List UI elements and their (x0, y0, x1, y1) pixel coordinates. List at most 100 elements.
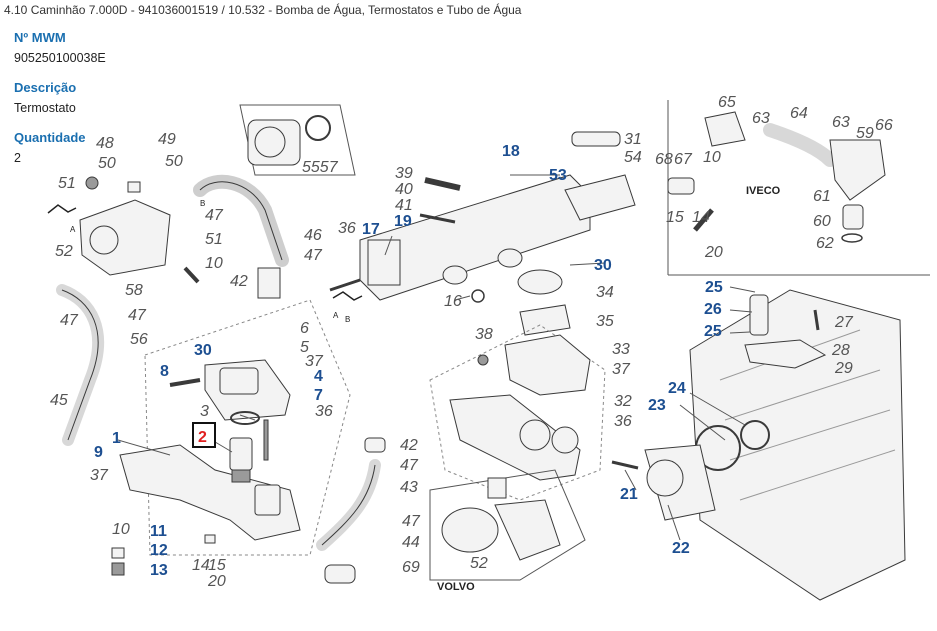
svg-text:10: 10 (112, 521, 130, 538)
svg-text:25: 25 (705, 279, 723, 296)
bolt-27 (813, 309, 820, 331)
adapter-42 (257, 267, 281, 299)
svg-text:30: 30 (594, 257, 612, 274)
svg-text:9: 9 (94, 444, 103, 461)
svg-text:11: 11 (150, 523, 167, 540)
adapter-69 (324, 564, 356, 584)
svg-text:21: 21 (620, 486, 638, 503)
highlighted-part-box[interactable] (192, 422, 216, 448)
svg-text:51: 51 (58, 175, 76, 192)
page-title: 4.10 Caminhão 7.000D - 941036001519 / 10… (4, 3, 522, 17)
svg-text:64: 64 (790, 105, 808, 122)
mwm-label: Nº MWM (14, 30, 66, 45)
svg-text:36: 36 (315, 403, 333, 420)
o-ring-part (305, 115, 331, 141)
svg-text:65: 65 (718, 94, 736, 111)
svg-text:5557: 5557 (302, 159, 339, 176)
svg-text:15: 15 (208, 557, 226, 574)
flow-arrow-ab-middle (332, 291, 363, 301)
nut-38 (477, 354, 489, 366)
svg-text:5: 5 (300, 339, 309, 356)
plug-15 (204, 534, 216, 544)
iveco-seal-62 (841, 233, 863, 243)
svg-text:45: 45 (50, 392, 68, 409)
svg-text:23: 23 (648, 397, 666, 414)
quantity-label: Quantidade (14, 130, 86, 145)
leader-lines (117, 174, 756, 541)
svg-text:68: 68 (655, 151, 673, 168)
hose-46-outline (199, 181, 283, 261)
gear-1 (519, 419, 551, 451)
housing-bore (254, 126, 286, 158)
housing-lower (449, 394, 581, 481)
bolt-21 (611, 460, 639, 470)
svg-text:14: 14 (692, 209, 710, 226)
svg-text:61: 61 (813, 188, 831, 205)
svg-text:20: 20 (704, 244, 723, 261)
svg-text:17: 17 (362, 221, 380, 238)
fitting-part (127, 181, 141, 193)
iveco-sensor-68 (667, 177, 695, 195)
inset-box-housing-assembly (429, 324, 606, 501)
svg-text:1: 1 (112, 430, 121, 447)
highlighted-part-number[interactable]: 2 (198, 429, 207, 446)
hose-43-outline (321, 464, 376, 546)
description-value: Termostato (14, 101, 76, 115)
iveco-thermostat-60 (842, 204, 864, 230)
svg-text:38: 38 (475, 326, 493, 343)
stud-36 (263, 419, 269, 461)
svg-text:42: 42 (230, 273, 248, 290)
svg-text:39: 39 (395, 165, 413, 182)
svg-text:24: 24 (668, 380, 686, 397)
flow-arrow-a-left (47, 204, 77, 214)
inset-box-thermostat-assembly (144, 299, 351, 556)
bolt-8 (169, 378, 201, 387)
svg-text:4: 4 (314, 368, 323, 385)
callout-labels: 48 49 50 50 51 47 51 52 10 5557 46 47 42… (50, 94, 893, 590)
thermostat-housing-1 (119, 444, 301, 541)
svg-text:15: 15 (666, 209, 684, 226)
svg-text:41: 41 (395, 197, 413, 214)
iveco-housing-59 (829, 139, 886, 201)
manifold-flange-17 (367, 239, 401, 286)
volvo-housing-52 (441, 507, 499, 553)
sensor-39 (424, 177, 461, 191)
housing-upper (504, 334, 591, 396)
volvo-pipe (494, 499, 561, 561)
volvo-label: VOLVO (437, 581, 475, 593)
svg-text:13: 13 (150, 562, 168, 579)
svg-text:47: 47 (60, 312, 79, 329)
svg-text:26: 26 (704, 301, 722, 318)
svg-text:47: 47 (205, 207, 224, 224)
svg-text:62: 62 (816, 235, 834, 252)
svg-text:31: 31 (624, 131, 642, 148)
svg-text:44: 44 (402, 534, 420, 551)
svg-text:36: 36 (614, 413, 632, 430)
arrow-letter-b-mid: B (345, 315, 350, 324)
svg-text:3: 3 (200, 403, 209, 420)
plug-13 (111, 562, 125, 576)
svg-text:14: 14 (192, 557, 210, 574)
svg-text:29: 29 (834, 360, 853, 377)
description-label: Descrição (14, 80, 77, 95)
svg-text:51: 51 (205, 231, 223, 248)
svg-text:20: 20 (207, 573, 226, 590)
svg-text:52: 52 (470, 555, 488, 572)
svg-text:22: 22 (672, 540, 690, 557)
svg-text:10: 10 (703, 149, 721, 166)
arrow-letter-b-left: B (200, 199, 205, 208)
bolt-10 (183, 266, 200, 284)
gasket-35 (519, 304, 571, 336)
cover-neck (219, 367, 259, 395)
svg-text:66: 66 (875, 117, 893, 134)
svg-text:8: 8 (160, 363, 169, 380)
svg-text:53: 53 (549, 167, 567, 184)
svg-text:28: 28 (831, 342, 850, 359)
iveco-sensor-14 (693, 208, 714, 232)
svg-text:47: 47 (304, 247, 323, 264)
manifold-port-2 (497, 248, 523, 268)
thermostat-2b (254, 484, 281, 516)
stud-36-top (329, 278, 361, 292)
svg-text:50: 50 (98, 155, 116, 172)
o-ring-16 (471, 289, 485, 303)
